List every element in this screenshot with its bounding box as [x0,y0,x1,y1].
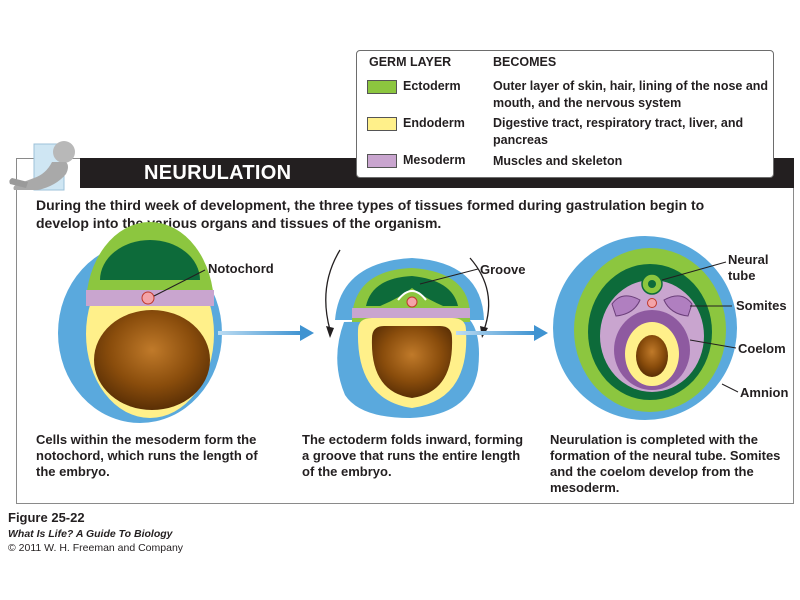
legend-swatch-mesoderm [367,154,397,168]
label-amnion: Amnion [740,385,789,400]
groove-fold [397,290,427,301]
legend-name-endoderm: Endoderm [403,116,465,130]
figure-book-title: What Is Life? A Guide To Biology [8,528,173,540]
page-title: NEURULATION [144,162,292,184]
somite-right [663,295,693,317]
amnion-leader [721,383,739,393]
fold-arrow-right [469,257,490,331]
embryo-stage-1 [58,222,222,423]
figure-copyright: © 2011 W. H. Freeman and Company [8,542,184,554]
groove-leader [419,268,479,285]
caption-stage-3: Neurulation is completed with the format… [550,432,781,495]
figure-label: Figure 25-22 [8,510,85,525]
caption-stage-2: The ectoderm folds inward, forming a gro… [302,432,524,479]
legend-desc-ectoderm: Outer layer of skin, hair, lining of the… [493,79,769,110]
legend-swatch-ectoderm [367,80,397,94]
legend-header-becomes: BECOMES [493,55,557,69]
label-groove: Groove [480,262,526,277]
legend-name-mesoderm: Mesoderm [403,153,466,167]
yolk-sac [94,310,210,410]
caption-stage-1: Cells within the mesoderm form the notoc… [36,432,258,479]
legend-desc-endoderm: Digestive tract, respiratory tract, live… [493,116,744,147]
notochord-mark [406,296,418,308]
embryo-stage-3 [553,236,739,420]
embryo-stage-2 [325,249,490,418]
yolk-sac [371,326,453,398]
coelom-leader [689,339,737,349]
label-somites: Somites [736,298,787,313]
gut-lumen [636,335,668,377]
label-notochord: Notochord [208,261,274,276]
notochord-leader [153,269,206,297]
legend-name-ectoderm: Ectoderm [403,79,461,93]
baby-icon [9,141,75,191]
notochord-mark [141,291,155,305]
amniotic-cavity [100,240,200,280]
legend-desc-mesoderm: Muscles and skeleton [493,154,623,168]
germ-layer-legend: GERM LAYER BECOMES Ectoderm Outer layer … [356,50,774,178]
mesoderm-layer [352,308,470,318]
legend-header-layer: GERM LAYER [369,55,452,69]
neural-tube-leader [661,261,727,281]
label-coelom: Coelom [738,341,786,356]
stage-arrow-2 [456,325,548,341]
fold-arrow-left [325,249,341,331]
stage-arrow-1 [218,325,314,341]
somite-left [611,295,641,317]
notochord-mark [647,298,657,308]
label-neural-tube: Neural tube [728,252,769,283]
legend-swatch-endoderm [367,117,397,131]
